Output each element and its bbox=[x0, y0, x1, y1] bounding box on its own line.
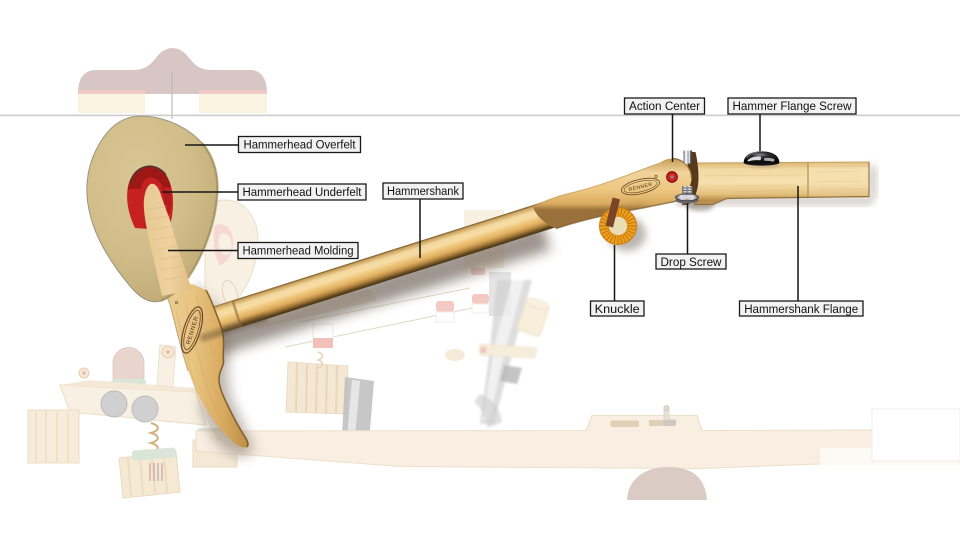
svg-text:Knuckle: Knuckle bbox=[595, 302, 640, 316]
svg-text:Action Center: Action Center bbox=[629, 99, 700, 113]
svg-text:Hammerhead Overfelt: Hammerhead Overfelt bbox=[244, 138, 357, 152]
svg-text:Drop Screw: Drop Screw bbox=[661, 255, 722, 269]
svg-text:Hammerhead Underfelt: Hammerhead Underfelt bbox=[243, 185, 363, 199]
svg-text:Hammerhead Molding: Hammerhead Molding bbox=[243, 244, 354, 258]
svg-text:Hammer Flange Screw: Hammer Flange Screw bbox=[733, 99, 852, 113]
svg-text:Hammershank: Hammershank bbox=[387, 184, 460, 198]
svg-text:Hammershank Flange: Hammershank Flange bbox=[744, 302, 858, 316]
svg-text:RENNER: RENNER bbox=[628, 182, 653, 193]
